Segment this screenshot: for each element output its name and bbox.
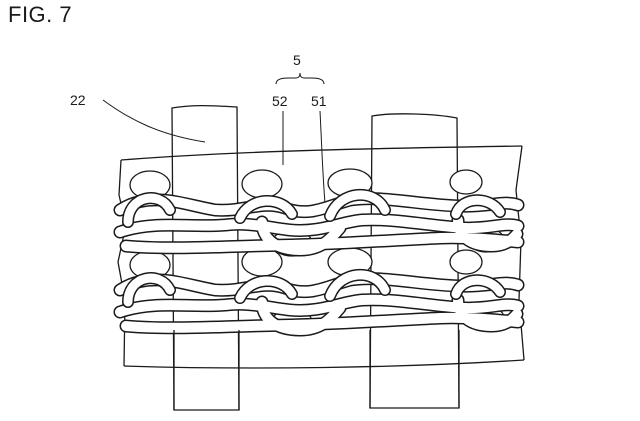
fabric-bottom-edge <box>124 360 524 368</box>
fabric-left-edge <box>118 160 126 366</box>
strap-left <box>172 106 239 410</box>
brace-5 <box>276 73 324 84</box>
vertical-straps <box>172 106 459 410</box>
leader-line-51 <box>320 111 326 215</box>
strap-front-edges <box>174 330 459 410</box>
